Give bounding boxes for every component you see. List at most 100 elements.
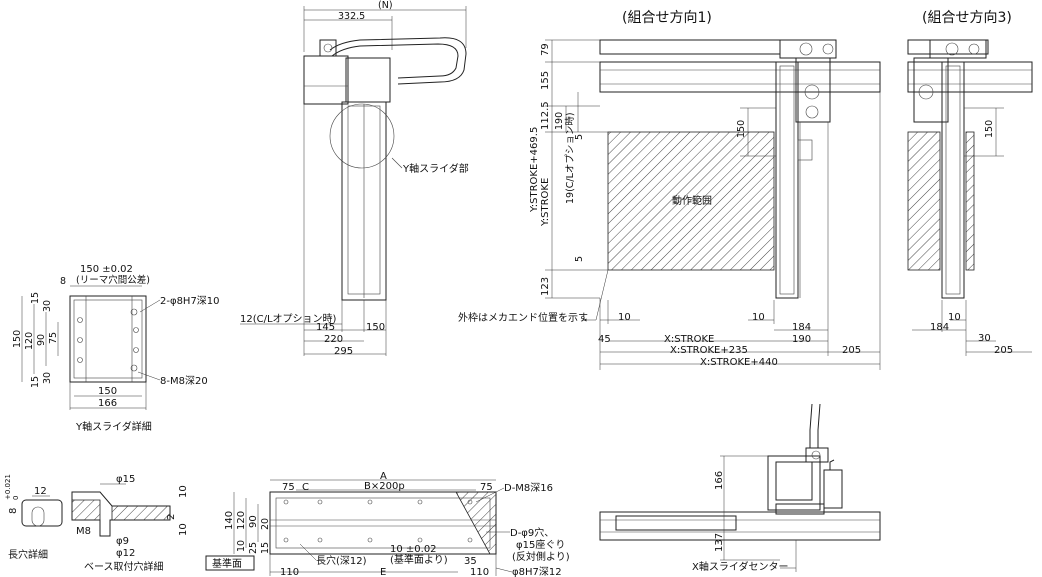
base-75-left: 75 [282,482,295,493]
combo3-dim-184: 184 [930,322,949,333]
dim-n: (N) [378,0,393,11]
combo3-dim-150: 150 [984,120,995,138]
base-d-phi9: D-φ9穴、 [510,526,554,539]
ysd-pin-hole: 2-φ8H7深10 [160,295,220,307]
dim-112-5: 112.5 [540,101,551,130]
dim-10-left: 10 [618,312,631,323]
base-20: 20 [260,518,271,530]
outer-frame-note: 外枠はメカエンド位置を示す [458,311,588,324]
combo3-dim-205: 205 [994,345,1013,356]
base-cbore: φ15座ぐり [516,538,565,551]
heading-combo3: (組合せ方向3) [922,10,1012,26]
slot-caption: 長穴詳細 [8,548,48,561]
base-10: 10 [236,540,247,552]
combo3-dim-10: 10 [948,312,961,323]
bhd-caption: ベース取付穴詳細 [84,560,164,573]
slot-12: 12 [34,486,47,497]
y-stroke-469: Y:STROKE+469.5 [529,127,540,213]
dim-332: 332.5 [338,11,365,22]
bhd-phi9: φ9 [116,536,129,547]
slot-8: 8 [8,508,19,514]
base-120: 120 [236,511,247,530]
base-from-ref: (基準面より) [390,553,448,566]
heading-combo1: (組合せ方向1) [622,10,712,26]
y-stroke: Y:STROKE [540,178,551,227]
base-opp-side: (反対側より) [512,550,570,563]
dim-145: 145 [316,322,335,333]
y-slider-part-label: Y軸スライダ部 [402,162,469,175]
ysd-h15-top: 15 [30,292,41,304]
base-e: E [380,567,386,577]
ysd-h150: 150 [12,330,23,348]
bhd-10b: 10 [178,523,189,536]
dim-150-side: 150 [366,322,385,333]
dim-10-right: 10 [752,312,765,323]
base-d-m8: D-M8深16 [504,482,553,494]
dim-184: 184 [792,322,811,333]
dim-190-h: 190 [792,334,811,345]
ysd-h15-bottom: 15 [30,376,41,388]
base-25: 25 [248,542,259,554]
ysd-h90: 90 [36,334,47,346]
x-stroke-440: X:STROKE+440 [700,357,778,368]
ysd-h30-top: 30 [42,300,53,312]
bhd-phi12: φ12 [116,548,135,559]
base-pin-8h7: φ8H7深12 [512,566,562,577]
y-slider-detail: 150 ±0.02 (リーマ穴間公差) 8 2-φ8H7深10 8-M8深20 … [12,264,220,433]
combo1-view: 動作範囲 79 155 112.5 Y:STROKE+469.5 Y:STROK… [458,39,881,370]
dim-205: 205 [842,345,861,356]
motion-range-label: 動作範囲 [672,194,712,207]
ysd-tap-hole: 8-M8深20 [160,375,208,387]
dim-5-top: 5 [574,134,585,140]
ysd-h120: 120 [24,332,35,350]
bhd-2: 2 [166,514,177,520]
ysd-h30-bottom: 30 [42,372,53,384]
ysd-w150: 150 [98,386,117,397]
ysd-8: 8 [60,276,66,287]
base-slot12: 長穴(深12) [316,554,367,567]
ysd-h75: 75 [48,332,59,344]
dim-123: 123 [540,277,551,296]
base-plan-view: A B×200p 75 C 75 D-M8深16 140 120 90 20 1… [205,471,570,577]
xs-166: 166 [714,471,725,490]
x-slider-view: 166 137 X軸スライダセンター [599,403,881,573]
slot-tol-0: 0 [12,496,20,500]
x-stroke: X:STROKE [664,334,714,345]
base-110-left: 110 [280,567,299,577]
cl-option-vertical: 19(C/Lオプション時) [565,112,576,204]
base-c: C [302,482,309,493]
bhd-m8: M8 [76,526,91,537]
ysd-150-tol: 150 ±0.02 [80,264,133,275]
base-a: A [380,471,387,482]
slot-tol: +0.021 [4,474,12,500]
base-90: 90 [248,515,259,528]
dim-79: 79 [540,43,551,56]
xs-center: X軸スライダセンター [692,560,788,573]
base-ref-surface: 基準面 [212,557,242,570]
dim-220: 220 [324,334,343,345]
ysd-ream-tol: (リーマ穴間公差) [76,274,150,286]
base-b200: B×200p [364,481,405,492]
base-110-right: 110 [470,567,489,577]
bhd-10: 10 [178,485,189,498]
bhd-phi15: φ15 [116,474,135,485]
base-75-right: 75 [480,482,493,493]
combo3-dim-30: 30 [978,333,991,344]
base-pitch-tol: 10 ±0.02 [390,544,437,555]
base-15: 15 [260,542,271,554]
dim-295: 295 [334,346,353,357]
ysd-caption: Y軸スライダ詳細 [75,420,152,433]
dim-45: 45 [598,334,611,345]
cl-option-label: 12(C/Lオプション時) [240,313,337,325]
y-axis-side-view: (N) 332.5 Y軸スライダ部 12(C/Lオプション時) 145 150 … [240,0,469,357]
combo3-view: 150 10 184 30 205 [907,39,1033,356]
dim-150-v: 150 [736,120,747,138]
dim-155: 155 [540,71,551,90]
slot-detail: 12 8 +0.021 0 長穴詳細 [4,474,63,561]
base-140: 140 [224,511,235,530]
base-hole-detail: φ15 10 M8 φ9 φ12 2 10 ベース取付穴詳細 [71,474,189,573]
dim-190-v: 190 [554,112,565,130]
ysd-w166: 166 [98,398,117,409]
dim-5-bottom: 5 [574,256,585,262]
